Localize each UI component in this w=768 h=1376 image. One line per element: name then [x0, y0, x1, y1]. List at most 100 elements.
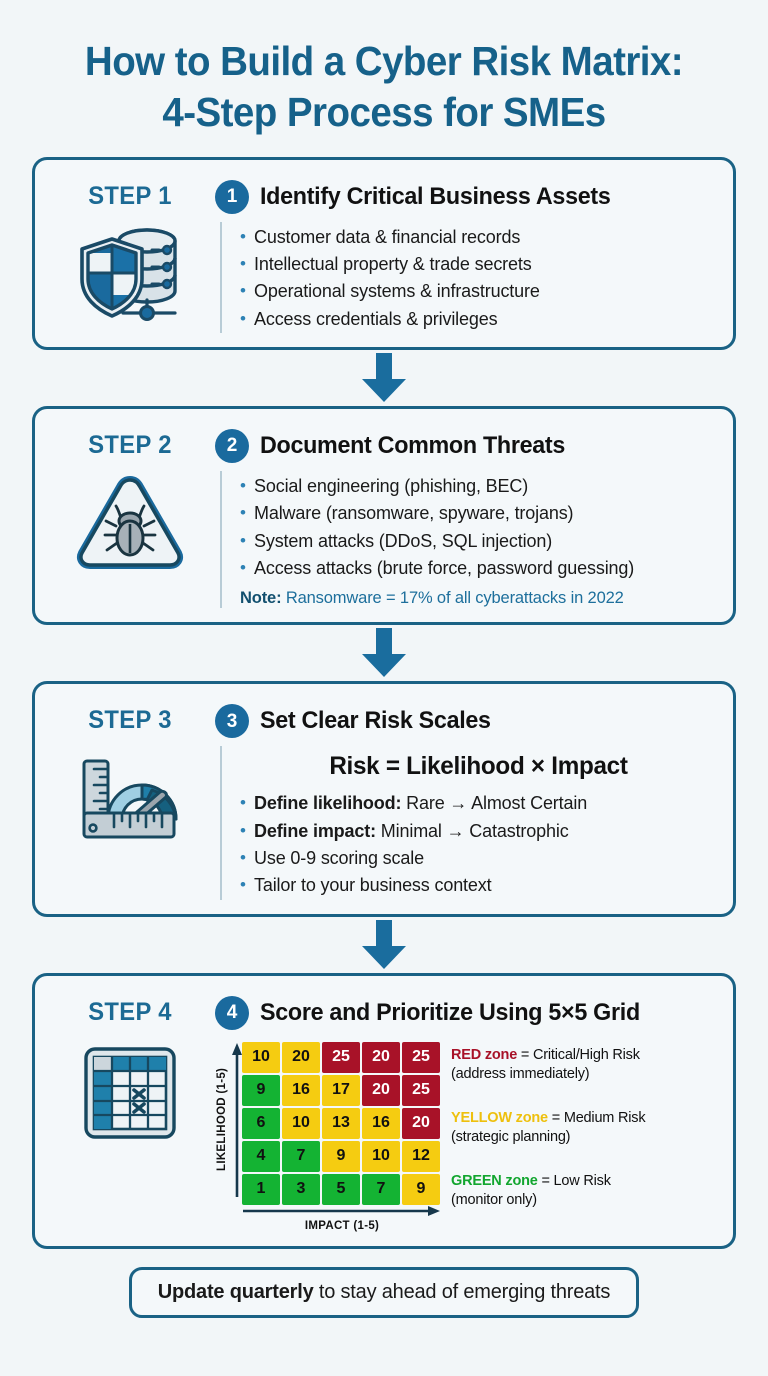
- matrix-cell: 20: [362, 1074, 400, 1106]
- bullet-text: Operational systems & infrastructure: [254, 281, 540, 302]
- step-1-left: STEP 1: [45, 174, 215, 333]
- bullet-dot-icon: •: [240, 475, 246, 495]
- legend-zone-sub: (monitor only): [451, 1191, 537, 1208]
- divider: [220, 470, 222, 609]
- step-3-left: STEP 3: [45, 698, 215, 899]
- step-1-bullets: • Customer data & financial records • Inte…: [240, 222, 717, 333]
- bullet-dot-icon: •: [240, 503, 246, 523]
- matrix-cell: 25: [402, 1041, 440, 1073]
- bullet-text: Intellectual property & trade secrets: [254, 253, 532, 274]
- legend-zone-sub: (address immediately): [451, 1065, 590, 1082]
- step-3-title: Set Clear Risk Scales: [260, 707, 491, 735]
- legend-item: YELLOW zone = Medium Risk(strategic plan…: [451, 1109, 717, 1147]
- step-2-title: Document Common Threats: [260, 431, 566, 459]
- bullet-dot-icon: •: [240, 253, 246, 273]
- matrix-cell: 1: [242, 1173, 280, 1205]
- divider: [220, 221, 222, 333]
- matrix-cell: 10: [282, 1107, 320, 1139]
- bullet-text: Minimal → Catastrophic: [375, 820, 569, 841]
- legend-zone-label: GREEN zone: [451, 1173, 538, 1190]
- list-item: • Malware (ransomware, spyware, trojans): [240, 500, 717, 527]
- bullet-text: Customer data & financial records: [254, 226, 521, 247]
- matrix-cell: 9: [402, 1173, 440, 1205]
- bullet-text: Access attacks (brute force, password gu…: [254, 558, 635, 579]
- bullet-text: Rare → Almost Certain: [401, 793, 588, 814]
- bullet-dot-icon: •: [240, 820, 246, 840]
- bullet-dot-icon: •: [240, 530, 246, 550]
- bullet-dot-icon: •: [240, 226, 246, 246]
- matrix-cell: 4: [242, 1140, 280, 1172]
- step-3-label: STEP 3: [88, 706, 172, 735]
- footer-wrap: Update quarterly to stay ahead of emergi…: [0, 1249, 768, 1318]
- down-arrow-icon: [362, 628, 406, 678]
- step-card-2: STEP 2: [32, 405, 736, 626]
- bullet-dot-icon: •: [240, 308, 246, 328]
- note-text: Ransomware = 17% of all cyberattacks in …: [281, 589, 624, 608]
- bullet-dot-icon: •: [240, 875, 246, 895]
- step-1-label: STEP 1: [88, 181, 172, 210]
- step-1-badge: 1: [215, 179, 249, 214]
- list-item: • Operational systems & infrastructure: [240, 278, 717, 305]
- step-2-body: •Social engineering (phishing, BEC) •Mal…: [215, 470, 717, 609]
- list-item: •Use 0-9 scoring scale: [240, 845, 717, 872]
- footer-banner: Update quarterly to stay ahead of emergi…: [128, 1266, 640, 1318]
- bullet-text: Malware (ransomware, spyware, trojans): [254, 503, 574, 524]
- y-axis-arrow-icon: [228, 1042, 242, 1197]
- step-3-head: 3 Set Clear Risk Scales: [215, 704, 717, 739]
- footer-text: to stay ahead of emerging threats: [313, 1280, 611, 1303]
- matrix-legend: RED zone = Critical/High Risk(address im…: [451, 1042, 717, 1210]
- matrix-cell: 25: [322, 1041, 360, 1073]
- y-axis-label: LIKELIHOOD (1-5): [216, 1067, 228, 1171]
- step-2-label: STEP 2: [88, 430, 172, 459]
- matrix-cell: 7: [362, 1173, 400, 1205]
- step-4-left: STEP 4: [45, 990, 215, 1232]
- step-3-right: 3 Set Clear Risk Scales Risk = Likelihoo…: [215, 698, 717, 900]
- legend-zone-label: RED zone: [451, 1046, 518, 1063]
- legend-item: GREEN zone = Low Risk(monitor only): [451, 1172, 717, 1210]
- shield-database-icon: [74, 221, 186, 330]
- title-line-1: How to Build a Cyber Risk Matrix:: [84, 38, 684, 84]
- matrix-cell: 17: [322, 1074, 360, 1106]
- connector-arrow-3: [32, 917, 736, 973]
- list-item: • Intellectual property & trade secrets: [240, 251, 717, 278]
- steps-container: STEP 1: [0, 156, 768, 1249]
- matrix-cell: 3: [282, 1173, 320, 1205]
- bullet-dot-icon: •: [240, 281, 246, 301]
- bullet-text: Access credentials & privileges: [254, 308, 498, 329]
- matrix-cell: 16: [282, 1074, 320, 1106]
- step-4-label: STEP 4: [88, 997, 172, 1026]
- note-label: Note:: [240, 589, 282, 608]
- legend-item: RED zone = Critical/High Risk(address im…: [451, 1046, 717, 1084]
- step-1-right: 1 Identify Critical Business Assets • Cus…: [215, 174, 717, 333]
- step-2-right: 2 Document Common Threats •Social engine…: [215, 423, 717, 609]
- list-item: •Tailor to your business context: [240, 872, 717, 899]
- matrix-cell: 9: [322, 1140, 360, 1172]
- list-item: •Define impact: Minimal → Catastrophic: [240, 818, 717, 845]
- matrix-cell: 12: [402, 1140, 440, 1172]
- matrix-grid-icon: [74, 1037, 186, 1154]
- bullet-bold: Define likelihood:: [254, 793, 402, 814]
- list-item: •Define likelihood: Rare → Almost Certai…: [240, 790, 717, 817]
- step-4-right: 4 Score and Prioritize Using 5×5 Grid LI…: [215, 990, 717, 1232]
- x-axis-arrow-icon: [243, 1205, 441, 1219]
- list-item: •System attacks (DDoS, SQL injection): [240, 528, 717, 555]
- step-1-title: Identify Critical Business Assets: [260, 182, 611, 210]
- matrix-cell: 13: [322, 1107, 360, 1139]
- list-item: • Access credentials & privileges: [240, 306, 717, 333]
- legend-zone-desc: = Medium Risk: [547, 1109, 646, 1126]
- matrix-cell: 10: [362, 1140, 400, 1172]
- list-item: • Customer data & financial records: [240, 224, 717, 251]
- matrix-cell: 9: [242, 1074, 280, 1106]
- step-card-1: STEP 1: [32, 156, 736, 350]
- step-2-note: Note: Ransomware = 17% of all cyberattac…: [240, 589, 717, 608]
- page-title: How to Build a Cyber Risk Matrix: 4-Step…: [0, 0, 768, 157]
- matrix-cell: 20: [362, 1041, 400, 1073]
- matrix-cell: 20: [282, 1041, 320, 1073]
- risk-formula: Risk = Likelihood × Impact: [329, 752, 628, 781]
- x-axis-label: IMPACT (1-5): [304, 1219, 380, 1232]
